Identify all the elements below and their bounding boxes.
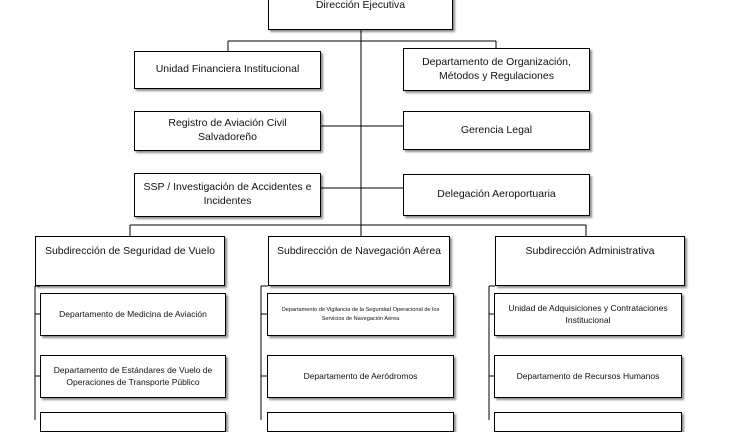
division-box-air-navigation: Subdirección de Navegación Aérea bbox=[268, 236, 450, 286]
staff-box-financial-unit: Unidad Financiera Institucional bbox=[134, 51, 321, 89]
unit-box-partial bbox=[267, 412, 454, 432]
unit-box-aerodromes: Departamento de Aeródromos bbox=[267, 355, 454, 398]
unit-box-partial bbox=[40, 412, 226, 432]
unit-box-navigation-oversight: Departamento de Vigilancia de la Segurid… bbox=[267, 293, 454, 336]
org-chart: Dirección Ejecutiva Unidad Financiera In… bbox=[34, 0, 685, 432]
unit-box-flight-standards: Departamento de Estándares de Vuelo de O… bbox=[40, 355, 226, 398]
division-box-flight-safety: Subdirección de Seguridad de Vuelo bbox=[35, 236, 225, 286]
unit-label: Departamento de Recursos Humanos bbox=[516, 370, 660, 381]
staff-label: Registro de Aviación Civil Salvadoreño bbox=[168, 117, 287, 143]
staff-box-organization-methods: Departamento de Organización, Métodos y … bbox=[403, 48, 590, 91]
staff-label: Departamento de Organización, Métodos y … bbox=[422, 55, 571, 82]
executive-direction-box: Dirección Ejecutiva bbox=[268, 0, 453, 30]
staff-label: Unidad Financiera Institucional bbox=[155, 63, 300, 76]
staff-label: SSP / Investigación de Accidentes e Inci… bbox=[143, 181, 312, 207]
division-label: Subdirección de Seguridad de Vuelo bbox=[44, 245, 216, 257]
unit-label: Unidad de Adquisiciones y Contrataciones… bbox=[508, 303, 668, 325]
unit-box-aviation-medicine: Departamento de Medicina de Aviación bbox=[40, 293, 226, 336]
staff-box-legal-management: Gerencia Legal bbox=[403, 111, 590, 150]
staff-label: Gerencia Legal bbox=[460, 123, 533, 136]
unit-box-procurement: Unidad de Adquisiciones y Contrataciones… bbox=[494, 293, 682, 336]
unit-label: Departamento de Vigilancia de la Segurid… bbox=[281, 307, 440, 322]
staff-box-airport-delegation: Delegación Aeroportuaria bbox=[403, 174, 590, 216]
division-box-administrative: Subdirección Administrativa bbox=[495, 236, 685, 286]
unit-label: Departamento de Medicina de Aviación bbox=[59, 308, 207, 319]
staff-box-civil-aviation-registry: Registro de Aviación Civil Salvadoreño bbox=[134, 111, 321, 151]
unit-label: Departamento de Estándares de Vuelo de O… bbox=[53, 365, 213, 387]
unit-box-human-resources: Departamento de Recursos Humanos bbox=[494, 355, 682, 398]
unit-label: Departamento de Aeródromos bbox=[303, 370, 418, 381]
staff-box-ssp-investigation: SSP / Investigación de Accidentes e Inci… bbox=[134, 173, 321, 217]
staff-label: Delegación Aeroportuaria bbox=[437, 188, 556, 201]
connector-lines bbox=[34, 30, 587, 420]
division-label: Subdirección Administrativa bbox=[525, 245, 655, 257]
unit-box-partial bbox=[494, 412, 682, 432]
executive-direction-label: Dirección Ejecutiva bbox=[315, 0, 406, 11]
division-label: Subdirección de Navegación Aérea bbox=[276, 245, 442, 257]
